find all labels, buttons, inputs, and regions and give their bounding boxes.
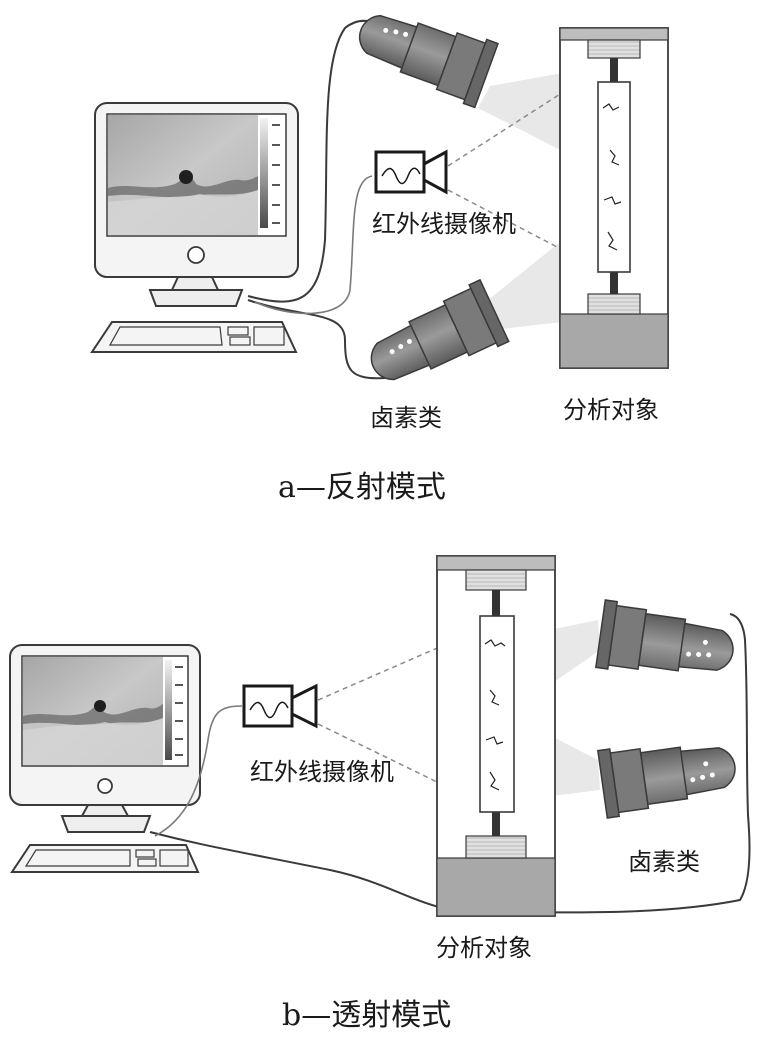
camera-label-a: 红外线摄像机	[372, 210, 516, 238]
panel-a-reflection-mode	[90, 14, 669, 381]
specimen-label-a: 分析对象	[563, 396, 659, 424]
camera-cable-b	[154, 705, 243, 837]
halogen-lamp-upper-icon	[358, 14, 499, 109]
infrared-camera-icon-b	[242, 683, 318, 729]
panel-b-transmission-mode	[9, 555, 751, 917]
computer-monitor-icon	[94, 102, 299, 307]
cables	[247, 19, 386, 380]
caption-a: a—反射模式	[278, 470, 446, 505]
camera-cable	[254, 175, 373, 315]
infrared-camera-icon	[374, 149, 448, 195]
specimen-label-b: 分析对象	[436, 934, 532, 962]
camera-label-b: 红外线摄像机	[250, 758, 394, 786]
camera-view-line-lower	[447, 189, 583, 261]
thermal-image-display	[108, 115, 280, 235]
computer-monitor-icon-b	[9, 644, 201, 833]
caption-b: b—透射模式	[282, 998, 452, 1033]
keyboard-icon-b	[10, 844, 200, 873]
light-beam-lower	[478, 226, 580, 330]
camera-view-line-upper-b	[317, 631, 475, 701]
specimen-bar-b	[479, 615, 515, 813]
test-frame	[559, 27, 669, 369]
lamp-label-a: 卤素类	[370, 404, 442, 432]
test-frame-b	[436, 555, 556, 917]
lamp-cable-b	[149, 613, 751, 914]
thermal-image-display-b	[23, 657, 183, 765]
lamp-label-b: 卤素类	[628, 848, 700, 876]
halogen-lamp-upper-icon-b	[595, 599, 734, 672]
specimen-bar	[597, 81, 631, 273]
halogen-lamp-lower-icon-b	[597, 746, 736, 819]
halogen-lamp-lower-icon	[370, 278, 510, 381]
light-beam-upper	[478, 70, 580, 160]
keyboard-icon	[90, 321, 298, 353]
